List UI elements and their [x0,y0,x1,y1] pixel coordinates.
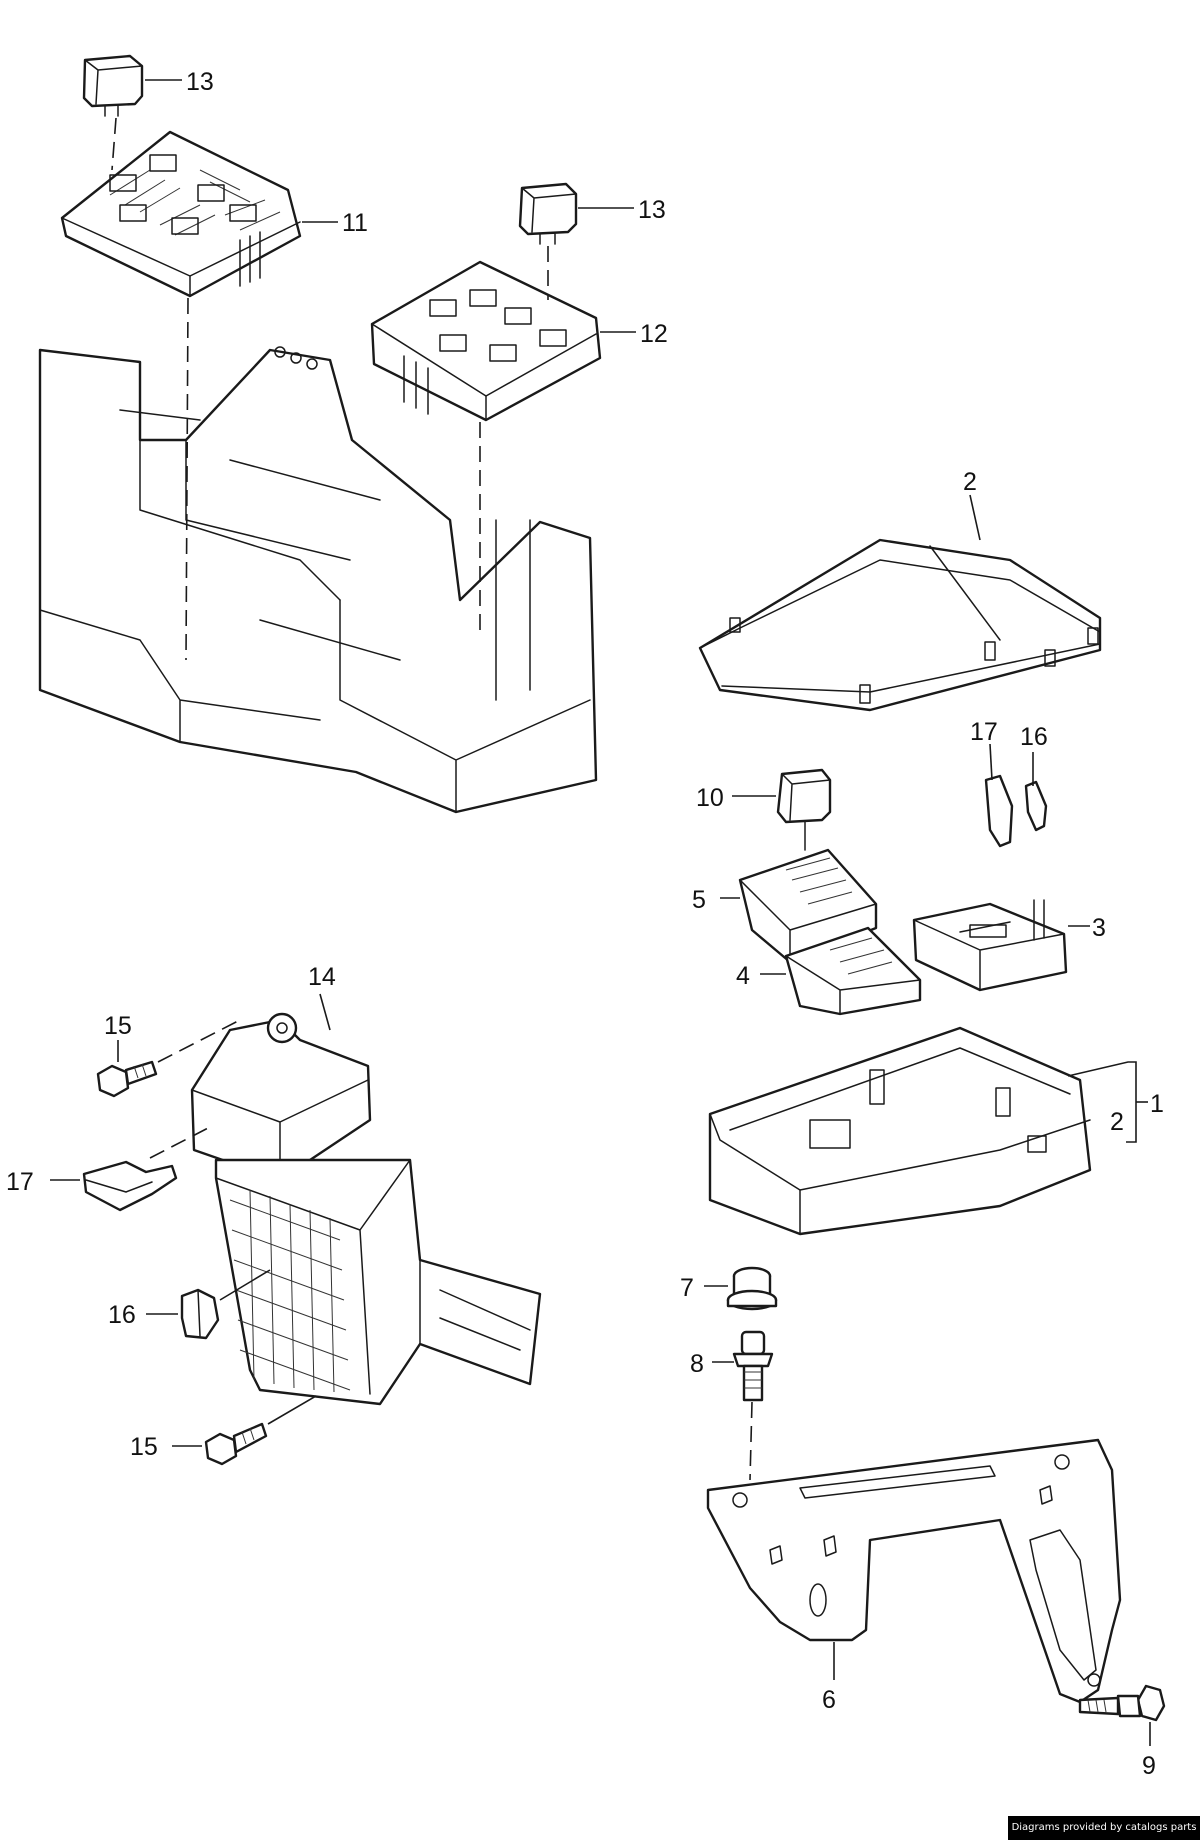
fuse-carrier-5 [738,848,878,964]
callout-11: 11 [342,209,368,237]
bolt-9 [1078,1684,1166,1722]
fuse-box-14 [190,1012,542,1406]
callout-16-left: 16 [108,1301,136,1329]
callout-1: 1 [1150,1090,1164,1118]
callout-15-upper: 15 [104,1012,132,1040]
relay-carrier-11 [60,130,302,298]
fuse-carrier-4 [784,926,922,1016]
callout-14: 14 [308,963,336,991]
cover-2 [698,538,1102,712]
callout-13b: 13 [638,196,666,224]
fuse-17-right [984,774,1014,848]
base-housing-1 [708,1026,1092,1236]
stud-8 [732,1330,774,1402]
grommet-7 [726,1266,778,1311]
fuse-17-left [82,1160,178,1212]
callout-12: 12 [640,320,668,348]
bolt-15-upper [96,1060,158,1098]
bracket-6 [706,1438,1122,1704]
callout-7: 7 [680,1274,694,1302]
callout-9: 9 [1142,1752,1156,1780]
callout-17-left: 17 [6,1168,34,1196]
callout-2-top: 2 [963,468,977,496]
callout-2-bracket: 2 [1110,1108,1124,1136]
relay-13-middle [518,182,578,245]
bolt-15-lower [204,1422,268,1466]
callout-13: 13 [186,68,214,96]
callout-10: 10 [696,784,724,812]
callout-16-right: 16 [1020,723,1048,751]
relay-carrier-12 [370,260,602,422]
fuse-16-right [1024,780,1048,832]
callout-4: 4 [736,962,750,990]
callout-17-right: 17 [970,718,998,746]
credit-banner: Diagrams provided by catalogs parts [1008,1816,1200,1840]
fuse-carrier-3 [912,899,1068,992]
callout-8: 8 [690,1350,704,1378]
relay-13-top [82,54,144,117]
main-housing [38,346,598,814]
fuse-16-left [180,1288,220,1340]
relay-10 [776,768,832,851]
callout-3: 3 [1092,914,1106,942]
callout-15-lower: 15 [130,1433,158,1461]
callout-5: 5 [692,886,706,914]
callout-6: 6 [822,1686,836,1714]
